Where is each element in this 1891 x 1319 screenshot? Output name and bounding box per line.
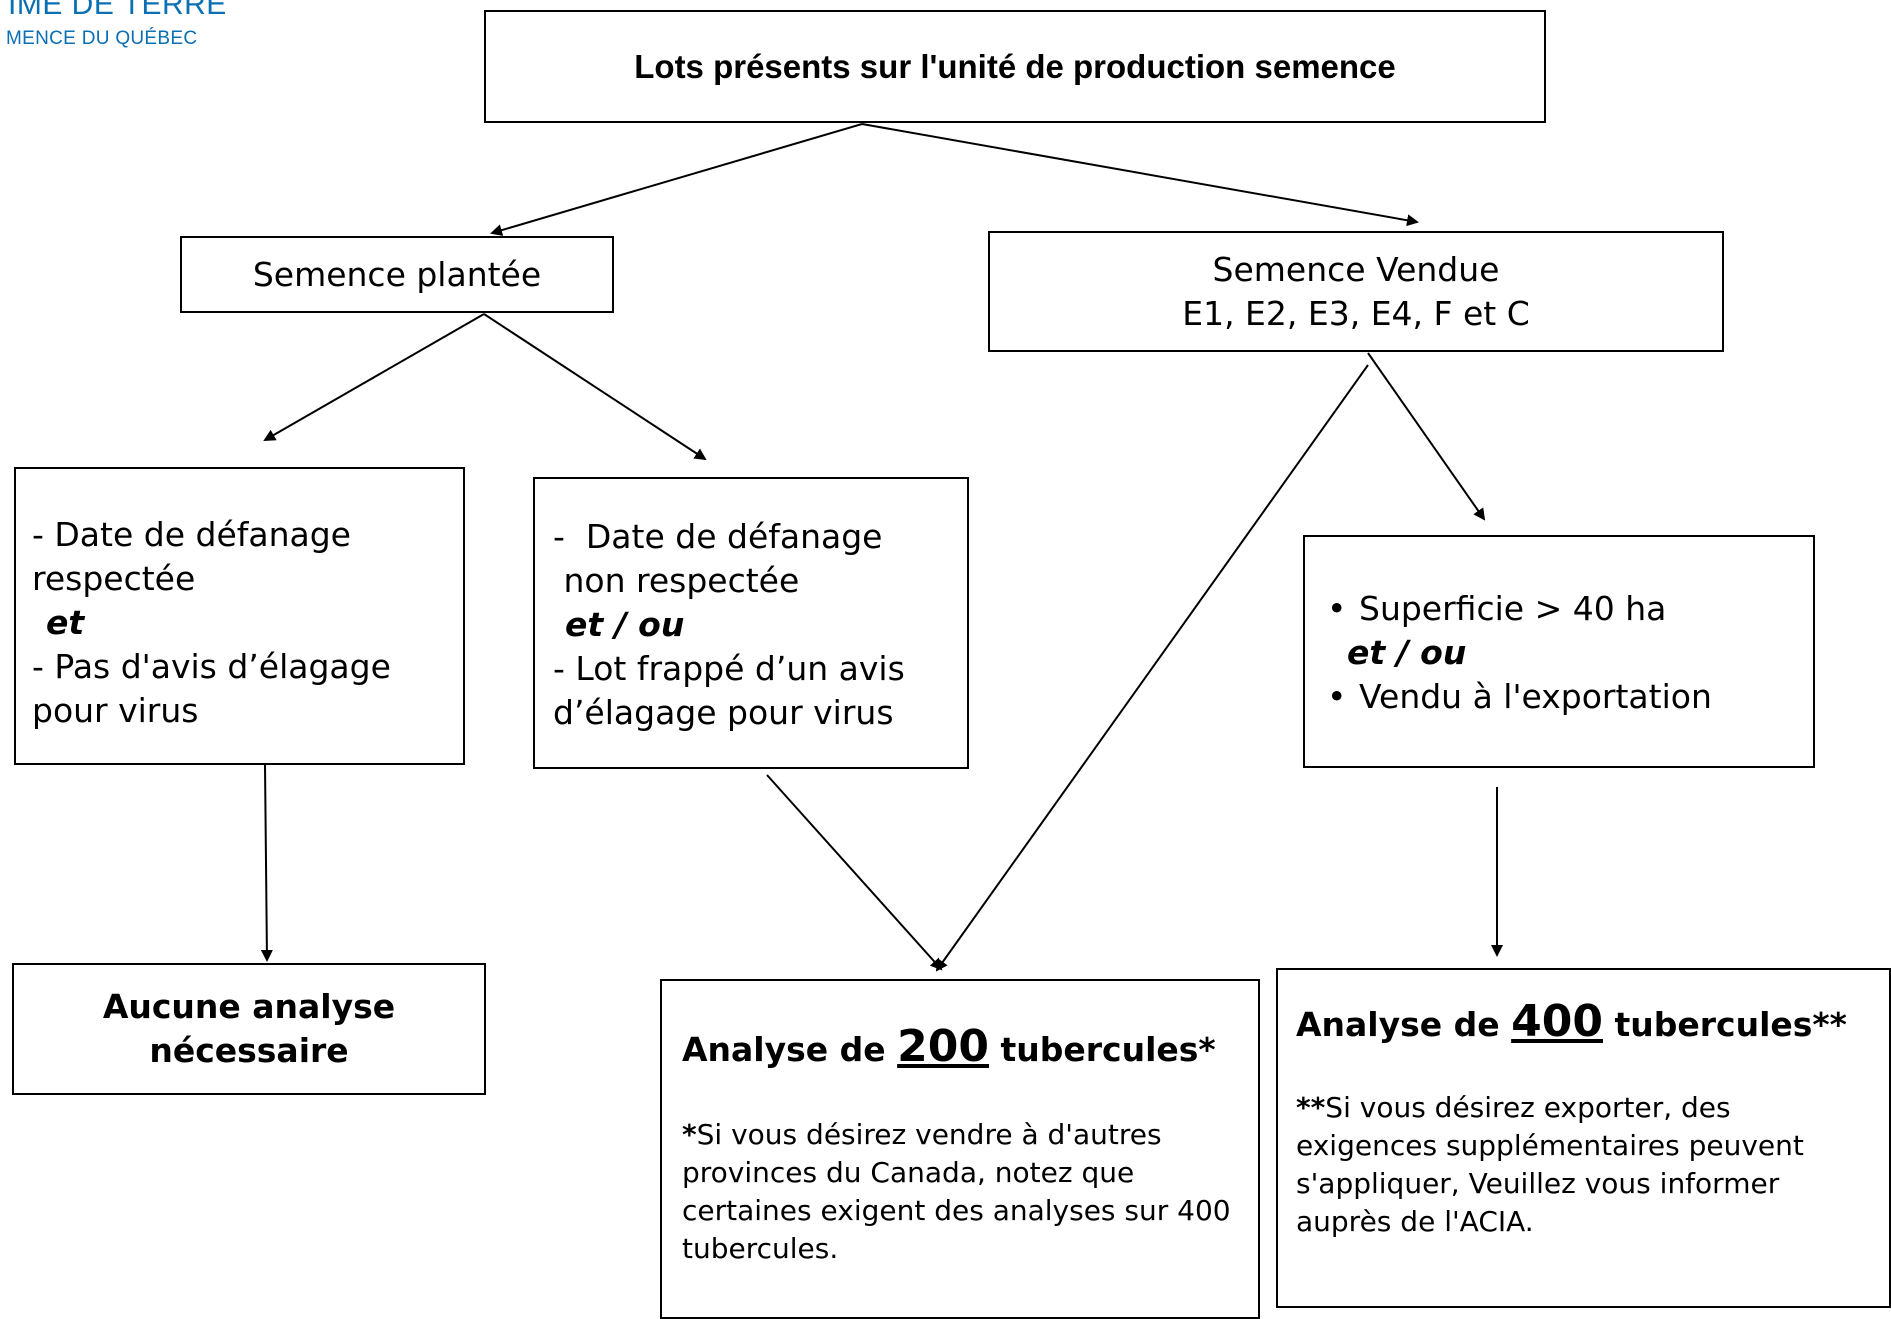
condition-b-line-3: - Lot frappé d’un avis	[553, 649, 905, 688]
condition-c-connector: et / ou	[1347, 633, 1467, 672]
arrow-planted-to-condition-a	[263, 313, 485, 441]
sold-node: Semence Vendue E1, E2, E3, E4, F et C	[988, 231, 1724, 352]
result-none-node: Aucune analyse nécessaire	[12, 963, 486, 1095]
arrow-root-to-sold	[861, 123, 1419, 227]
condition-a-connector: et	[46, 603, 85, 642]
result-400-note-mark: **	[1296, 1091, 1326, 1124]
condition-a-node: - Date de défanage respectée et - Pas d'…	[14, 467, 465, 765]
result-400-node: Analyse de 400 tubercules** **Si vous dé…	[1276, 968, 1891, 1308]
root-label: Lots présents sur l'unité de production …	[634, 47, 1396, 85]
result-200-count: 200	[897, 1021, 989, 1072]
result-400-count: 400	[1511, 996, 1603, 1047]
condition-a-line-2: respectée	[32, 559, 196, 598]
result-200-heading: Analyse de 200 tubercules*	[682, 1019, 1234, 1078]
result-400-note: **Si vous désirez exporter, des exigence…	[1296, 1089, 1849, 1241]
organization-logo: IME DE TERRE MENCE DU QUÉBEC	[0, 0, 300, 60]
arrow-condition-a-to-none	[260, 764, 273, 962]
result-200-note-text: Si vous désirez vendre à d'autres provin…	[682, 1118, 1231, 1265]
condition-a-line-3: - Pas d'avis d’élagage	[32, 647, 391, 686]
arrow-sold-to-result-200	[935, 364, 1369, 972]
sold-label-line-2: E1, E2, E3, E4, F et C	[1182, 293, 1530, 333]
logo-line-2: MENCE DU QUÉBEC	[6, 28, 198, 49]
result-200-suffix: tubercules*	[989, 1030, 1216, 1069]
result-none-line-1: Aucune analyse	[102, 987, 396, 1026]
arrow-root-to-planted	[490, 123, 863, 236]
condition-b-line-1: - Date de défanage	[553, 517, 883, 556]
result-400-note-text: Si vous désirez exporter, des exigences …	[1296, 1091, 1804, 1238]
planted-label: Semence plantée	[252, 254, 542, 294]
condition-b-line-2: non respectée	[553, 561, 800, 600]
result-200-note: *Si vous désirez vendre à d'autres provi…	[682, 1116, 1234, 1268]
arrow-sold-to-condition-c	[1367, 352, 1486, 521]
condition-a-line-4: pour virus	[32, 691, 199, 730]
condition-a-line-1: - Date de défanage	[32, 515, 351, 554]
condition-c-node: Superficie > 40 ha et / ou Vendu à l'exp…	[1303, 535, 1815, 768]
planted-node: Semence plantée	[180, 236, 614, 313]
arrow-condition-b-to-result-200	[766, 774, 943, 971]
condition-b-node: - Date de défanage non respectée et / ou…	[533, 477, 969, 769]
condition-c-item-2: Vendu à l'exportation	[1317, 675, 1813, 719]
result-400-suffix: tubercules**	[1603, 1005, 1847, 1044]
result-none-line-2: nécessaire	[149, 1031, 349, 1070]
result-200-node: Analyse de 200 tubercules* *Si vous dési…	[660, 979, 1260, 1319]
sold-label-line-1: Semence Vendue	[1212, 249, 1500, 289]
condition-b-line-4: d’élagage pour virus	[553, 693, 894, 732]
logo-line-1: IME DE TERRE	[8, 0, 227, 21]
result-200-prefix: Analyse de	[682, 1030, 898, 1069]
result-400-heading: Analyse de 400 tubercules**	[1296, 994, 1849, 1053]
result-400-prefix: Analyse de	[1296, 1005, 1512, 1044]
condition-c-item-1: Superficie > 40 ha	[1317, 587, 1813, 631]
arrow-planted-to-condition-b	[483, 313, 707, 461]
condition-b-connector: et / ou	[565, 605, 685, 644]
result-200-note-mark: *	[682, 1118, 697, 1151]
root-node: Lots présents sur l'unité de production …	[484, 10, 1546, 123]
